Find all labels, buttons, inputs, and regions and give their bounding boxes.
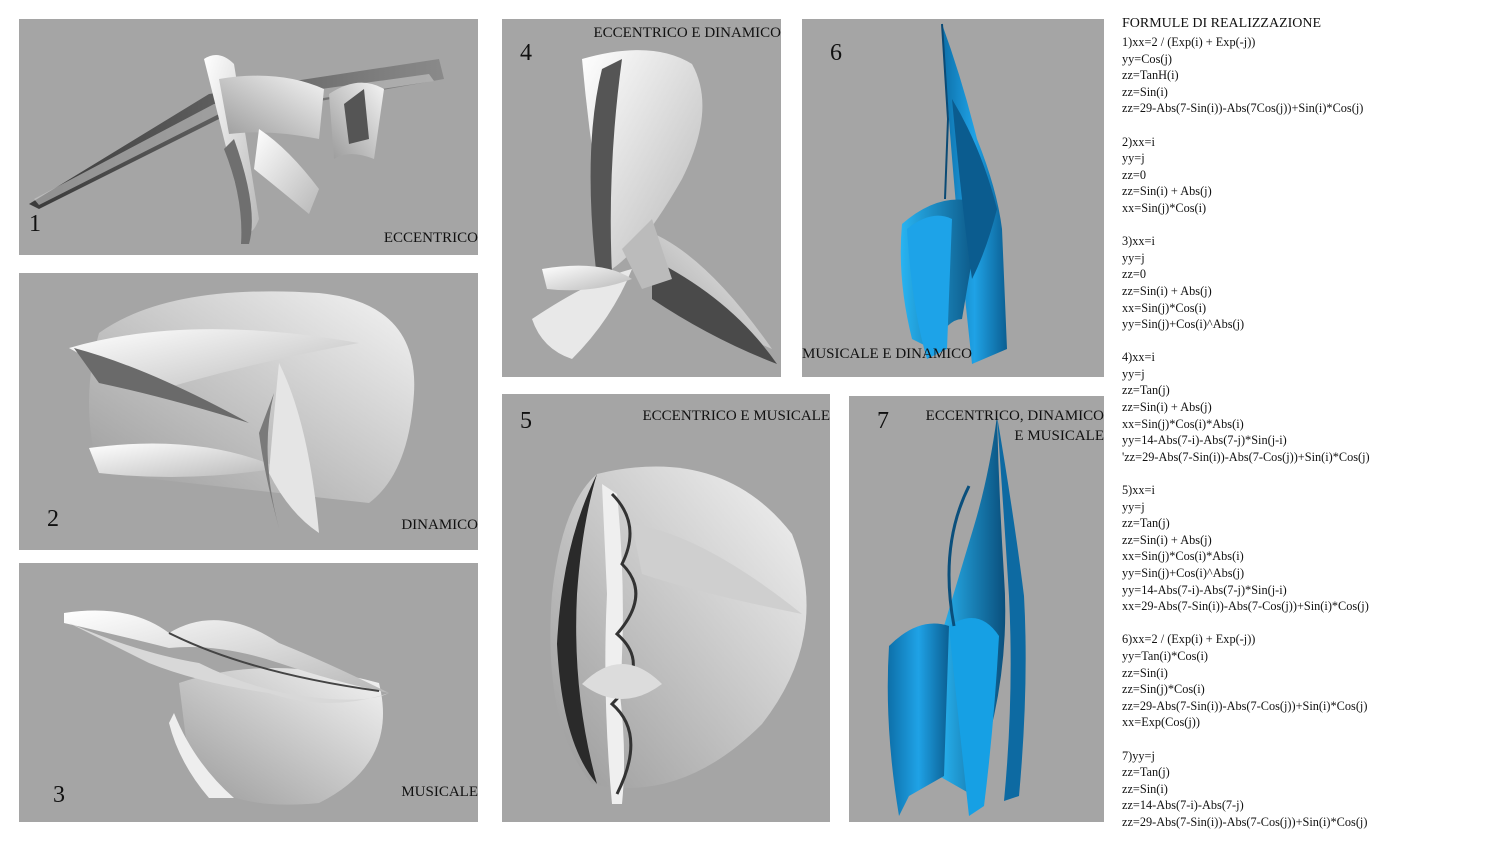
formula-line: xx=Exp(Cos(j))	[1122, 715, 1200, 730]
panel-label-line2: E MUSICALE	[1014, 428, 1104, 444]
sculpture-4-image	[532, 50, 777, 364]
panel-7: 7 ECCENTRICO, DINAMICO E MUSICALE	[849, 396, 1104, 822]
formula-line: 6)xx=2 / (Exp(i) + Exp(-j))	[1122, 632, 1256, 647]
panel-label: ECCENTRICO	[383, 230, 478, 246]
formula-line: zz=Tan(j)	[1122, 516, 1170, 531]
sculpture-7-image	[887, 416, 1026, 816]
formula-line: yy=Cos(j)	[1122, 51, 1172, 66]
sculpture-3-image	[64, 610, 389, 805]
formula-line: zz=Sin(i) + Abs(j)	[1122, 184, 1212, 199]
sculpture-1-image	[29, 55, 444, 244]
formula-line: yy=j	[1122, 250, 1145, 265]
panel-number: 2	[47, 506, 59, 532]
formula-line: zz=TanH(i)	[1122, 68, 1179, 83]
panel-number: 1	[29, 211, 41, 237]
panel-label: DINAMICO	[401, 517, 478, 533]
formula-line: yy=14-Abs(7-i)-Abs(7-j)*Sin(j-i)	[1122, 433, 1287, 448]
sculpture-2-image	[69, 291, 415, 533]
formula-line: yy=Sin(j)+Cos(i)^Abs(j)	[1122, 566, 1245, 580]
formula-line: zz=Sin(i)	[1122, 665, 1168, 680]
panel-number: 6	[830, 40, 842, 66]
panel-4: 4 ECCENTRICO E DINAMICO	[502, 19, 781, 377]
formula-line: 2)xx=i	[1122, 134, 1155, 149]
formula-line: 3)xx=i	[1122, 234, 1155, 249]
formula-line	[1122, 731, 1492, 748]
formula-line: zz=Sin(i)	[1122, 781, 1168, 796]
panel-1: 1 ECCENTRICO	[19, 19, 478, 255]
formula-line: yy=j	[1122, 366, 1145, 381]
formula-line: zz=14-Abs(7-i)-Abs(7-j)	[1122, 798, 1244, 813]
formula-line: yy=j	[1122, 151, 1145, 166]
panel-label: ECCENTRICO E DINAMICO	[593, 25, 782, 41]
panel-label: MUSICALE E DINAMICO	[802, 346, 972, 362]
panel-number: 4	[520, 40, 532, 66]
formula-line	[1122, 217, 1492, 234]
formula-line	[1122, 333, 1492, 350]
formula-line	[1122, 465, 1492, 482]
formula-line: xx=Sin(j)*Cos(i)*Abs(i)	[1122, 549, 1244, 564]
formula-line	[1122, 615, 1492, 632]
formulas-title: FORMULE DI REALIZZAZIONE	[1122, 16, 1322, 31]
formula-line: yy=Sin(j)+Cos(i)^Abs(j)	[1122, 317, 1245, 332]
formula-line: zz=29-Abs(7-Sin(i))-Abs(7-Cos(j))+Sin(i)…	[1122, 698, 1368, 713]
formula-line: zz=Sin(i) + Abs(j)	[1122, 532, 1212, 547]
panel-6: 6 MUSICALE E DINAMICO	[802, 19, 1104, 377]
formula-line: 'zz=29-Abs(7-Sin(i))-Abs(7-Cos(j))+Sin(i…	[1122, 449, 1370, 464]
formula-line: 4)xx=i	[1122, 350, 1155, 365]
formula-line: zz=Sin(i) + Abs(j)	[1122, 283, 1212, 298]
formula-line: zz=Sin(i)	[1122, 84, 1168, 99]
panel-label: MUSICALE	[401, 784, 478, 800]
formula-line: 1)xx=2 / (Exp(i) + Exp(-j))	[1122, 35, 1256, 49]
panel-number: 5	[520, 408, 532, 434]
panel-label: ECCENTRICO, DINAMICO	[925, 408, 1104, 424]
formula-line: zz=0	[1122, 167, 1146, 182]
formula-line: zz=Tan(j)	[1122, 765, 1170, 780]
sculpture-6-image	[900, 23, 1007, 364]
formula-line: zz=Sin(i) + Abs(j)	[1122, 400, 1212, 415]
panel-5: 5 ECCENTRICO E MUSICALE	[502, 394, 830, 822]
formula-line: xx=29-Abs(7-Sin(i))-Abs(7-Cos(j))+Sin(i)…	[1122, 599, 1369, 614]
formula-lines: 1)xx=2 / (Exp(i) + Exp(-j)) yy=Cos(j) zz=T…	[1122, 34, 1492, 831]
formula-line: xx=Sin(j)*Cos(i)	[1122, 300, 1207, 315]
formula-line: xx=Sin(j)*Cos(i)*Abs(i)	[1122, 416, 1244, 431]
formula-line: zz=29-Abs(7-Sin(i))-Abs(7-Cos(j))+Sin(i)…	[1122, 814, 1368, 829]
sculpture-5-image	[550, 466, 807, 804]
formula-line: yy=Tan(i)*Cos(i)	[1122, 648, 1208, 663]
formula-line: 5)xx=i	[1122, 483, 1155, 498]
formula-line: zz=Tan(j)	[1122, 383, 1170, 398]
formula-line: 7)yy=j	[1122, 748, 1155, 763]
formula-line	[1122, 117, 1492, 134]
formula-line: zz=Sin(j)*Cos(i)	[1122, 682, 1205, 697]
formula-line: yy=j	[1122, 499, 1145, 514]
panel-label: ECCENTRICO E MUSICALE	[642, 408, 831, 424]
panel-number: 7	[877, 408, 889, 434]
formula-line: yy=14-Abs(7-i)-Abs(7-j)*Sin(j-i)	[1122, 582, 1287, 597]
formula-line: xx=Sin(j)*Cos(i)	[1122, 200, 1207, 215]
formula-line: zz=0	[1122, 267, 1146, 282]
panel-3: 3 MUSICALE	[19, 563, 478, 822]
formulas-list: FORMULE DI REALIZZAZIONE 1)xx=2 / (Exp(i…	[1122, 16, 1492, 831]
panel-number: 3	[53, 782, 65, 808]
formula-line: zz=29-Abs(7-Sin(i))-Abs(7Cos(j))+Sin(i)*…	[1122, 101, 1364, 116]
panel-2: 2 DINAMICO	[19, 273, 478, 550]
